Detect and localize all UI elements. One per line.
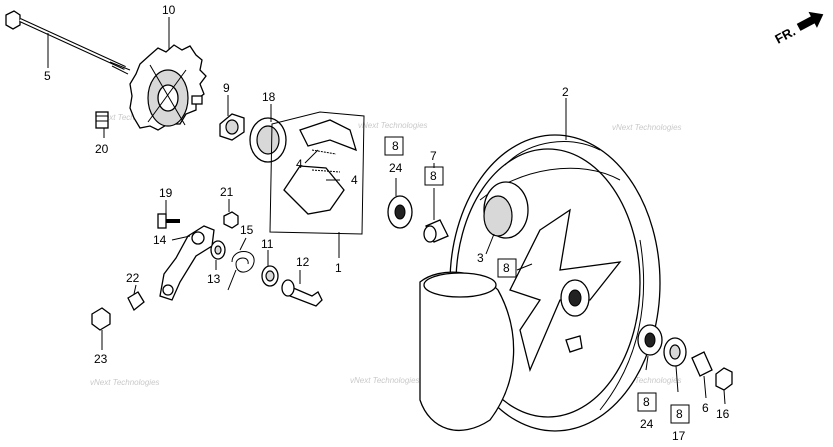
watermark: vNext Technologies — [95, 113, 165, 122]
callout-label: 10 — [162, 3, 176, 17]
callout-label: 20 — [95, 142, 109, 156]
callouts: 1 2 3 4 4 5 6 7 8 8 8 8 8 9 10 11 12 13 … — [44, 3, 730, 443]
callout-label: 13 — [207, 272, 221, 286]
callout-label: 21 — [220, 185, 234, 199]
watermark: vNext Technologies — [90, 378, 160, 387]
callout-label: 8 — [676, 407, 683, 421]
nut-9-part — [219, 113, 245, 141]
watermarks: vNext Technologies vNext Technologies vN… — [90, 113, 682, 387]
axle-part — [5, 10, 131, 75]
callout-label: 24 — [389, 161, 403, 175]
callout-label: 18 — [262, 90, 276, 104]
callout-label: 17 — [672, 429, 686, 443]
bolt-20-part — [95, 111, 109, 129]
callout-label: 23 — [94, 352, 108, 366]
callout-label: 8 — [392, 139, 399, 153]
pin-22-part — [127, 291, 145, 312]
washer-11-part — [261, 265, 279, 287]
callout-label: 16 — [716, 407, 730, 421]
seal-18-part — [249, 117, 287, 163]
nut-16-part — [715, 367, 733, 391]
bolt-19-part — [157, 213, 180, 229]
callout-label: 4 — [296, 157, 303, 171]
callout-label: 6 — [702, 401, 709, 415]
callout-label: 8 — [643, 395, 650, 409]
collar-7-part — [423, 219, 449, 243]
watermark: vNext Technologies — [612, 123, 682, 132]
callout-label: 7 — [430, 149, 437, 163]
callout-box — [384, 136, 404, 156]
callout-label: 9 — [223, 81, 230, 95]
watermark: vNext Technologies — [350, 376, 420, 385]
callout-label: 2 — [562, 85, 569, 99]
direction-label: FR. — [772, 24, 798, 47]
seal-17-part — [663, 337, 687, 367]
collar-6-part — [691, 351, 713, 377]
washer-13-part — [210, 240, 226, 260]
callout-label: 22 — [126, 271, 140, 285]
arrow-icon — [796, 11, 824, 31]
callout-box — [497, 258, 517, 278]
watermark: vNext Technologies — [612, 376, 682, 385]
callout-label: 5 — [44, 69, 51, 83]
brake-arm-part — [159, 225, 215, 301]
wheel-and-tire-part — [419, 134, 661, 432]
callout-label: 4 — [351, 173, 358, 187]
cam-12-part — [281, 279, 323, 307]
callout-boxes — [384, 136, 690, 424]
callout-label: 14 — [153, 233, 167, 247]
callout-label: 8 — [430, 169, 437, 183]
spring-15-part — [227, 251, 255, 291]
callout-label: 15 — [240, 223, 254, 237]
callout-box — [637, 392, 657, 412]
callout-label: 12 — [296, 255, 310, 269]
callout-label: 11 — [261, 237, 274, 251]
bearing-24-upper-part — [387, 195, 413, 229]
callout-label: 19 — [159, 186, 173, 200]
bearing-24-lower-part — [637, 324, 663, 356]
front-direction-indicator: FR. — [772, 11, 824, 47]
leader-lines — [47, 17, 726, 405]
callout-label: 1 — [335, 261, 342, 275]
nut-23-part — [91, 307, 111, 331]
callout-box — [424, 166, 444, 186]
callout-label: 8 — [503, 261, 510, 275]
watermark: vNext Technologies — [358, 121, 428, 130]
washer-21-part — [223, 211, 239, 229]
callout-label: 3 — [477, 251, 484, 265]
brake-shoe-assembly — [269, 111, 365, 235]
callout-label: 24 — [640, 417, 654, 431]
brake-panel-part — [129, 44, 207, 131]
callout-box — [670, 404, 690, 424]
